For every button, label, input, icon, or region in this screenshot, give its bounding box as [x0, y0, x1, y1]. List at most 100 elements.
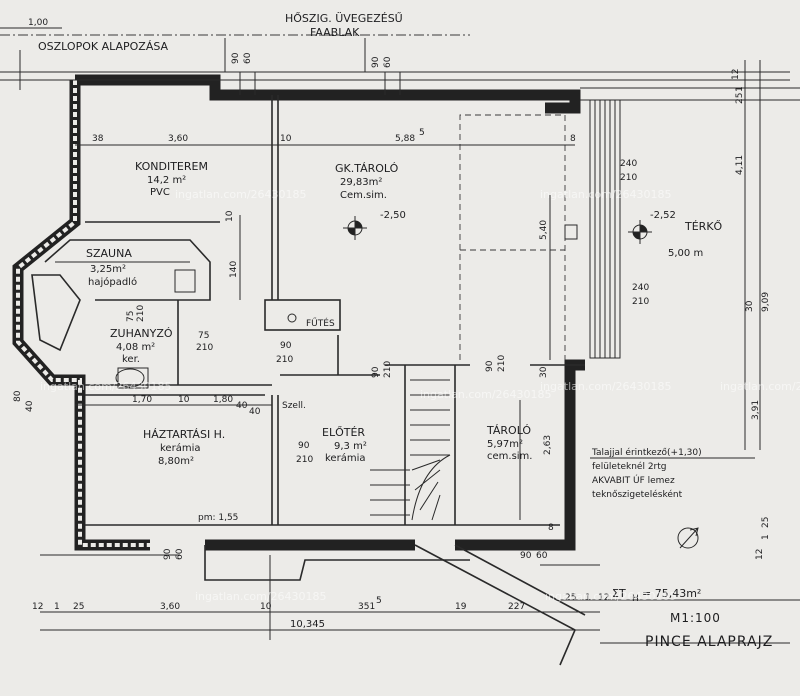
dim-label: 10	[260, 602, 272, 612]
note-line: AKVABIT ÚF lemez	[592, 474, 675, 486]
sum-subscript: H	[632, 594, 639, 604]
window-title-line1: HŐSZIG. ÜVEGEZÉSŰ	[285, 11, 403, 25]
room-name: SZAUNA	[86, 247, 132, 260]
dim-label: 3,60	[168, 134, 188, 144]
room-finish: Cem.sim.	[340, 190, 387, 201]
room-area: kerámia	[160, 442, 200, 454]
dim-label: 1,70	[132, 395, 152, 405]
dim-label: 210	[296, 455, 313, 465]
room-finish: hajópadló	[88, 276, 137, 288]
interior-walls	[44, 95, 585, 526]
dim-label: 90	[371, 56, 381, 68]
heating-label: FŰTÉS	[306, 317, 335, 329]
room-finish: kerámia	[325, 452, 365, 464]
room-name: GK.TÁROLÓ	[335, 162, 399, 175]
sum-value: = 75,43m²	[642, 587, 701, 600]
dim-label: 3,60	[160, 602, 180, 612]
room-szauna: SZAUNA 3,25m² hajópadló	[86, 247, 137, 288]
note-line: teknőszigetelésként	[592, 489, 683, 500]
dim-label: 1	[761, 534, 771, 540]
dimension-lines	[40, 60, 790, 644]
sum-symbol: ΣT	[612, 587, 626, 600]
room-area: 9,3 m²	[334, 441, 367, 452]
dim-label: 5,88	[395, 134, 415, 144]
dim-label: 30	[745, 300, 755, 312]
dim-label: 90	[520, 551, 532, 561]
dim-label: 40	[25, 400, 35, 412]
dim-label: 10	[178, 395, 190, 405]
dim-label: 60	[536, 551, 548, 561]
dim-label: 90	[163, 548, 173, 560]
dim-label: 12	[731, 69, 741, 80]
dim-label: 25	[565, 593, 576, 603]
dim-label: 8	[570, 134, 576, 144]
dim-label: 25	[73, 602, 84, 612]
watermark: ingatlan.com/26430185	[175, 188, 307, 201]
terko-level: -2,52	[650, 210, 676, 221]
watermark: ingatlan.com/26430185	[40, 380, 172, 393]
stairs	[370, 379, 451, 521]
dim-label: 5	[419, 128, 425, 138]
dim-label: 210	[383, 361, 393, 378]
room-area: 29,83m²	[340, 177, 382, 188]
dim-label: 25	[761, 517, 771, 528]
dim-label: 210	[620, 173, 637, 183]
watermark: ingatlan.com/26430185	[545, 590, 677, 603]
room-tarolo: TÁROLÓ 5,97m² cem.sim.	[486, 424, 532, 462]
watermarks: ingatlan.com/26430185 ingatlan.com/26430…	[40, 188, 800, 603]
watermark: ingatlan.com/26430185	[195, 590, 327, 603]
watermark: ingatlan.com/26430185	[720, 380, 800, 393]
dim-label: 12	[598, 593, 609, 603]
dim-label: 240	[620, 159, 637, 169]
dim-label: 210	[276, 355, 293, 365]
drawing-title: PINCE ALAPRAJZ	[645, 634, 773, 650]
dim-label: 227	[508, 602, 525, 612]
room-haztartasi: HÁZTARTÁSI H. kerámia 8,80m²	[143, 428, 225, 467]
dim-label: 60	[175, 548, 185, 560]
watermark: ingatlan.com/26430185	[540, 380, 672, 393]
north-arrow-icon	[677, 527, 699, 549]
room-finish: PVC	[150, 187, 170, 198]
dim-label: 12	[32, 602, 43, 612]
dim-label: 90	[371, 366, 381, 378]
dim-label: 10,345	[290, 619, 325, 630]
terko-dim: 5,00 m	[668, 248, 703, 259]
column-foundation-label: OSZLOPOK ALAPOZÁSA	[38, 40, 169, 53]
note-line: felületeknél 2rtg	[592, 461, 667, 472]
dim-label: 75	[126, 311, 136, 322]
level-marker-garage	[343, 216, 367, 240]
dim-label: 40	[236, 401, 248, 411]
dim-label: 210	[632, 297, 649, 307]
dim-label: 1,80	[213, 395, 233, 405]
dim-label: 5	[376, 596, 382, 606]
dim-label: 3,91	[751, 400, 761, 420]
watermark: ingatlan.com/26430185	[540, 188, 672, 201]
dim-label: 8	[548, 523, 554, 533]
room-area: 4,08 m²	[116, 342, 155, 353]
fixtures	[31, 261, 297, 389]
dim-label: 40	[249, 407, 261, 417]
dim-label: 1	[585, 593, 591, 603]
dimension-texts: 38 3,60 10 5,88 5 8 240 210 240 210 90 6…	[13, 52, 771, 630]
room-gk-tarolo: GK.TÁROLÓ 29,83m² Cem.sim. -2,50	[335, 162, 406, 221]
dim-label: 38	[92, 134, 104, 144]
dim-label: 240	[632, 283, 649, 293]
watermark: ingatlan.com/26430185	[420, 388, 552, 401]
top-window-strip	[0, 27, 800, 101]
dim-label: 1	[54, 602, 60, 612]
dim-label: 4,11	[735, 155, 745, 175]
dim-label: 25	[735, 93, 745, 104]
dim-label: 60	[243, 52, 253, 64]
dim-label: 1	[735, 86, 745, 92]
dim-label: 60	[383, 56, 393, 68]
dim-label: 90	[485, 360, 495, 372]
window-title-line2: FAABLAK	[310, 26, 360, 39]
room-area: 14,2 m²	[147, 175, 186, 186]
dim-label: 90	[298, 441, 310, 451]
room-finish: ker.	[122, 354, 140, 365]
dim-label: 12	[755, 549, 765, 560]
area-summary: ΣT H = 75,43m²	[612, 587, 701, 604]
dim-label: 19	[455, 602, 467, 612]
ventilation-label: Szell.	[282, 401, 306, 411]
